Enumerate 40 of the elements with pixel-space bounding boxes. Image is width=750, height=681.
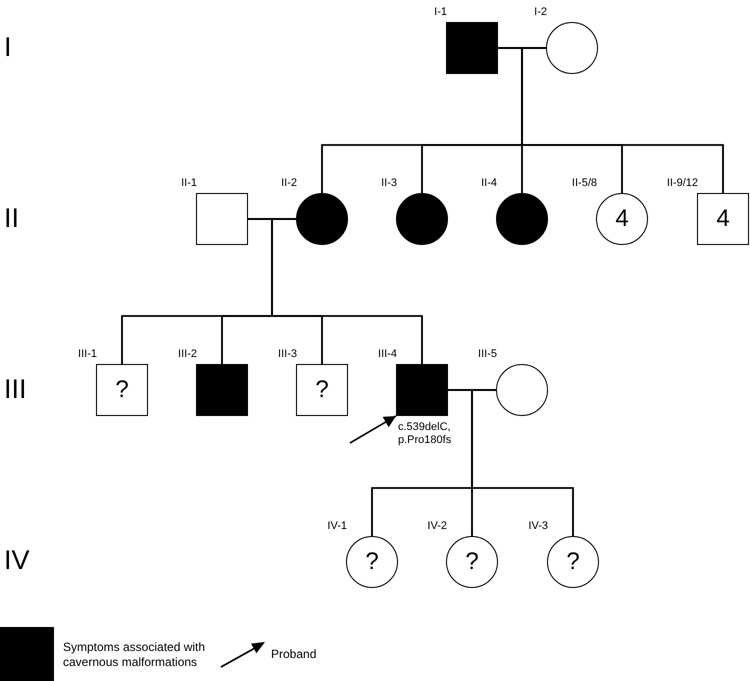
individual-id: II-3 bbox=[381, 177, 397, 190]
individual-id: III-3 bbox=[278, 348, 297, 361]
descent-line bbox=[471, 389, 574, 536]
generation-label: II bbox=[4, 203, 20, 233]
individual-id: III-4 bbox=[378, 348, 397, 361]
individual-id: II-2 bbox=[281, 177, 297, 190]
legend-text: Symptoms associated with cavernous malformations bbox=[63, 640, 206, 670]
individual-id: II-5/8 bbox=[572, 177, 597, 190]
generation-label: I bbox=[4, 32, 12, 62]
affected-female-symbol bbox=[496, 193, 548, 245]
individual-id: IV-1 bbox=[327, 520, 347, 533]
female-symbol: ? bbox=[446, 536, 498, 588]
proband-arrow bbox=[350, 415, 396, 444]
affected-male-symbol bbox=[446, 22, 498, 74]
male-symbol: 4 bbox=[697, 193, 749, 245]
female-symbol bbox=[546, 22, 598, 74]
generation-label: III bbox=[4, 374, 27, 404]
individual-id: I-1 bbox=[434, 6, 447, 19]
individual-id: II-4 bbox=[481, 177, 497, 190]
individual-id: III-1 bbox=[78, 348, 97, 361]
female-symbol: ? bbox=[346, 536, 398, 588]
affected-male-symbol bbox=[396, 364, 448, 416]
generation-label: IV bbox=[4, 545, 30, 575]
individual-id: I-2 bbox=[534, 6, 547, 19]
male-symbol bbox=[196, 193, 248, 245]
male-symbol: ? bbox=[296, 364, 348, 416]
female-symbol: ? bbox=[547, 536, 599, 588]
individual-id: II-9/12 bbox=[666, 177, 698, 190]
legend-text: Proband bbox=[271, 647, 316, 662]
affected-female-symbol bbox=[396, 193, 448, 245]
affected-male-symbol bbox=[196, 364, 248, 416]
individual-id: IV-2 bbox=[427, 520, 447, 533]
mutation-label: c.539delC, p.Pro180fs bbox=[398, 421, 452, 447]
female-symbol: 4 bbox=[596, 193, 648, 245]
female-symbol bbox=[496, 364, 548, 416]
individual-id: III-5 bbox=[478, 348, 497, 361]
individual-id: II-1 bbox=[181, 177, 197, 190]
male-symbol: ? bbox=[96, 364, 148, 416]
individual-id: III-2 bbox=[178, 348, 197, 361]
individual-id: IV-3 bbox=[528, 520, 548, 533]
